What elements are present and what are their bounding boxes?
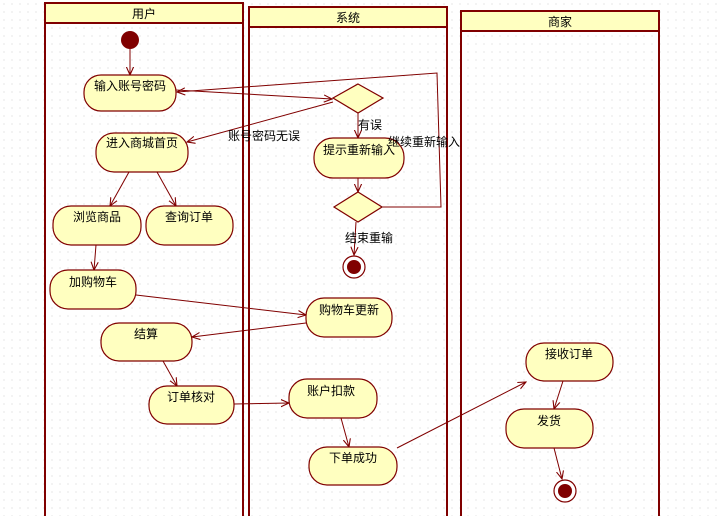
- start-node: [121, 31, 139, 49]
- activity-cart-update[interactable]: 购物车更新: [305, 297, 393, 338]
- lane-merchant-title: 商家: [548, 14, 572, 29]
- edge-ship-to-end: [553, 447, 562, 479]
- activity-enter-homepage[interactable]: 进入商城首页: [95, 132, 189, 173]
- svg-text:输入账号密码: 输入账号密码: [94, 78, 166, 93]
- edge-cartupdate-to-checkout: [192, 322, 307, 337]
- svg-text:下单成功: 下单成功: [329, 451, 377, 465]
- edges: [94, 49, 563, 479]
- svg-text:发货: 发货: [537, 413, 561, 428]
- activity-prompt-reenter[interactable]: 提示重新输入: [313, 137, 405, 179]
- lane-system[interactable]: 系统: [248, 6, 448, 516]
- activity-order-success[interactable]: 下单成功: [308, 446, 398, 486]
- svg-text:提示重新输入: 提示重新输入: [323, 142, 395, 157]
- svg-text:结算: 结算: [134, 326, 158, 341]
- svg-text:进入商城首页: 进入商城首页: [106, 135, 178, 150]
- svg-text:查询订单: 查询订单: [165, 210, 213, 224]
- activity-receive-order[interactable]: 接收订单: [525, 342, 614, 382]
- edge-cart-to-cartupdate: [135, 294, 306, 315]
- edge-homepage-to-browse: [110, 171, 130, 206]
- lane-merchant[interactable]: 商家: [460, 10, 660, 516]
- svg-text:购物车更新: 购物车更新: [319, 302, 379, 317]
- edge-verify-to-deduct: [233, 403, 289, 404]
- svg-text:浏览商品: 浏览商品: [73, 209, 121, 224]
- end-node-reenter: [342, 255, 366, 279]
- activity-ship[interactable]: 发货: [505, 408, 594, 449]
- activity-account-deduct[interactable]: 账户扣款: [288, 378, 378, 419]
- lane-merchant-header: [460, 10, 660, 32]
- edge-decision2-to-end: [354, 221, 356, 255]
- lane-user-title: 用户: [132, 6, 156, 21]
- activity-verify-order[interactable]: 订单核对: [148, 385, 235, 425]
- edge-checkout-to-verify: [162, 360, 177, 386]
- label-has-error: 有误: [358, 118, 382, 132]
- svg-text:加购物车: 加购物车: [69, 274, 117, 289]
- label-continue-reenter: 继续重新输入: [388, 134, 460, 149]
- decision-credentials[interactable]: [331, 83, 385, 114]
- edge-decision2-loop-to-credentials: [177, 72, 442, 208]
- svg-text:账户扣款: 账户扣款: [307, 383, 355, 398]
- label-end-reenter: 结束重输: [345, 230, 393, 245]
- label-credentials-ok: 账号密码无误: [228, 128, 300, 143]
- end-node-ship: [553, 479, 577, 503]
- lane-user[interactable]: 用户: [44, 2, 244, 516]
- edge-decision1-to-homepage: [187, 101, 334, 142]
- lane-user-header: [44, 2, 244, 24]
- decision-reenter[interactable]: [332, 191, 384, 223]
- lane-system-title: 系统: [336, 11, 360, 25]
- svg-text:接收订单: 接收订单: [545, 346, 593, 361]
- edge-homepage-to-query: [156, 171, 176, 206]
- activity-query-orders[interactable]: 查询订单: [145, 205, 234, 246]
- activity-enter-credentials[interactable]: 输入账号密码: [83, 74, 177, 112]
- activity-checkout[interactable]: 结算: [100, 322, 193, 362]
- activity-browse-products[interactable]: 浏览商品: [52, 205, 142, 246]
- edge-credentials-to-decision1: [175, 89, 332, 99]
- activity-add-to-cart[interactable]: 加购物车: [49, 269, 137, 310]
- edge-success-to-receive: [396, 382, 526, 449]
- edge-browse-to-cart: [94, 244, 96, 270]
- edge-deduct-to-success: [340, 417, 349, 447]
- svg-text:订单核对: 订单核对: [167, 390, 215, 404]
- edge-receive-to-ship: [554, 380, 564, 409]
- lane-system-header: [248, 6, 448, 28]
